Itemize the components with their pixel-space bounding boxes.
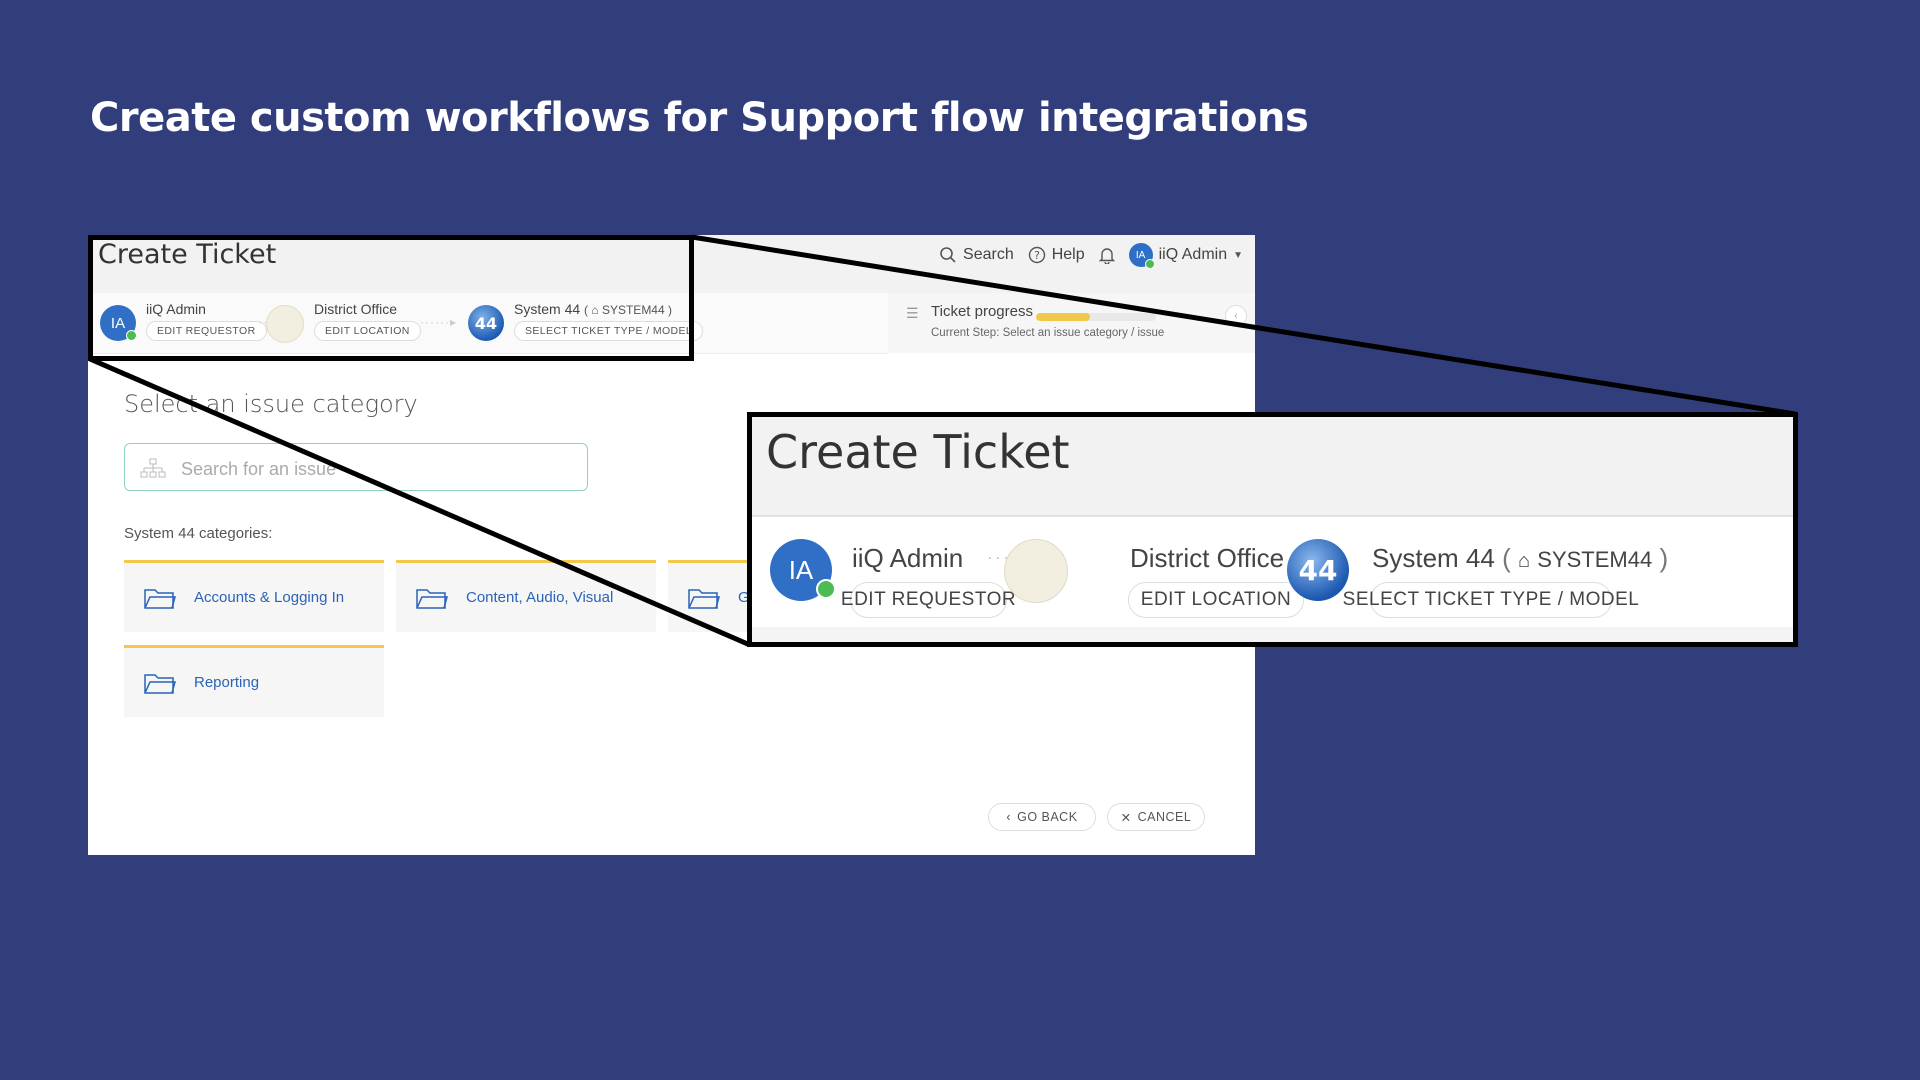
svg-text:?: ?	[1034, 249, 1040, 262]
user-name: iiQ Admin	[1158, 246, 1228, 263]
category-card[interactable]: Reporting	[124, 645, 384, 717]
step-arrow-icon: ······▸	[420, 315, 457, 329]
highlight-frame	[88, 235, 694, 361]
tag-icon: ⌂	[591, 303, 599, 317]
help-button[interactable]: ? Help	[1028, 246, 1085, 264]
requestor-name: iiQ Admin	[146, 301, 206, 317]
cancel-button[interactable]: ✕ CANCEL	[1107, 803, 1205, 831]
category-card[interactable]: Content, Audio, Visual	[396, 560, 656, 632]
zoom-panel: Create Ticket IA iiQ Admin ·····▸ EDIT R…	[747, 412, 1798, 647]
category-label: Content, Audio, Visual	[466, 589, 614, 606]
zoom-title: Create Ticket	[766, 425, 1070, 479]
close-icon: ✕	[1120, 810, 1132, 825]
select-ticket-type-button[interactable]: SELECT TICKET TYPE / MODEL	[514, 321, 704, 341]
issue-search[interactable]	[124, 443, 588, 491]
go-back-label: GO BACK	[1017, 810, 1078, 824]
progress-label: Ticket progress	[931, 303, 1033, 320]
issue-search-input[interactable]	[179, 454, 573, 484]
ticket-type-name: System 44 ( ⌂ SYSTEM44 )	[1372, 543, 1669, 573]
edit-requestor-button[interactable]: EDIT REQUESTOR	[841, 582, 1016, 618]
online-status-icon	[816, 579, 836, 599]
current-step: Current Step: Select an issue category /…	[931, 327, 1165, 339]
folder-icon	[688, 588, 720, 609]
edit-location-button[interactable]: EDIT LOCATION	[314, 321, 421, 341]
progress-bar	[1036, 313, 1156, 321]
ticket-type-tag: SYSTEM44	[1537, 547, 1653, 572]
location-name: District Office	[314, 301, 397, 317]
category-label: Reporting	[194, 674, 260, 691]
location-logo-icon	[266, 305, 304, 343]
ticket-type-tag: SYSTEM44	[601, 303, 665, 317]
system44-logo-icon: 44	[468, 305, 504, 341]
location-name: District Office	[1130, 543, 1285, 573]
category-card[interactable]: Accounts & Logging In	[124, 560, 384, 632]
zoom-breadcrumb: IA iiQ Admin ·····▸ EDIT REQUESTOR Distr…	[752, 517, 1793, 627]
search-icon	[940, 247, 956, 263]
requestor-avatar: IA	[100, 305, 137, 341]
requestor-avatar: IA	[770, 539, 836, 601]
edit-requestor-button[interactable]: EDIT REQUESTOR	[146, 321, 267, 341]
bell-icon	[1098, 248, 1115, 264]
folder-icon	[416, 588, 448, 609]
ticket-progress: ☰ Ticket progress Current Step: Select a…	[888, 293, 1255, 353]
section-title: Select an issue category	[124, 390, 418, 418]
breadcrumb-requestor: IA iiQ Admin EDIT REQUESTOR	[100, 301, 267, 341]
online-status-icon	[1144, 259, 1155, 269]
folder-icon	[144, 673, 176, 694]
notifications-button[interactable]	[1098, 246, 1115, 264]
edit-location-button[interactable]: EDIT LOCATION	[1128, 582, 1304, 618]
system44-logo-icon: 44	[1287, 539, 1349, 601]
list-icon: ☰	[906, 305, 919, 321]
collapse-icon[interactable]: ‹	[1225, 305, 1247, 327]
breadcrumb-ticket-type: 44 System 44 ( ⌂ SYSTEM44 ) SELECT TICKE…	[468, 301, 704, 341]
progress-fill	[1036, 313, 1090, 321]
search-label: Search	[963, 246, 1014, 263]
breadcrumb-location: District Office EDIT LOCATION	[266, 301, 421, 343]
go-back-button[interactable]: ‹ GO BACK	[988, 803, 1096, 831]
top-actions: Search ? Help IA iiQ Admin ▼	[939, 235, 1243, 275]
ticket-type-name: System 44 ( ⌂ SYSTEM44 )	[514, 301, 673, 317]
requestor-name: iiQ Admin	[852, 543, 964, 573]
chevron-left-icon: ‹	[1006, 810, 1012, 824]
select-ticket-type-button[interactable]: SELECT TICKET TYPE / MODEL	[1343, 582, 1639, 618]
online-status-icon	[126, 330, 137, 341]
tag-icon: ⌂	[1517, 550, 1531, 572]
category-label: Accounts & Logging In	[194, 589, 345, 606]
help-label: Help	[1051, 246, 1085, 263]
avatar: IA	[1128, 243, 1155, 269]
zoom-divider	[752, 627, 1793, 642]
categories-heading: System 44 categories:	[124, 525, 273, 542]
user-menu[interactable]: IA iiQ Admin ▼	[1128, 243, 1243, 269]
cancel-label: CANCEL	[1137, 810, 1192, 824]
help-icon: ?	[1028, 246, 1045, 264]
page-title: Create Ticket	[98, 239, 277, 270]
chevron-down-icon: ▼	[1233, 249, 1243, 261]
zoom-header: Create Ticket	[752, 417, 1793, 517]
hierarchy-icon	[140, 458, 166, 478]
location-logo-icon	[1004, 539, 1068, 603]
slide-title: Create custom workflows for Support flow…	[90, 95, 1309, 141]
folder-icon	[144, 588, 176, 609]
search-button[interactable]: Search	[939, 246, 1014, 264]
